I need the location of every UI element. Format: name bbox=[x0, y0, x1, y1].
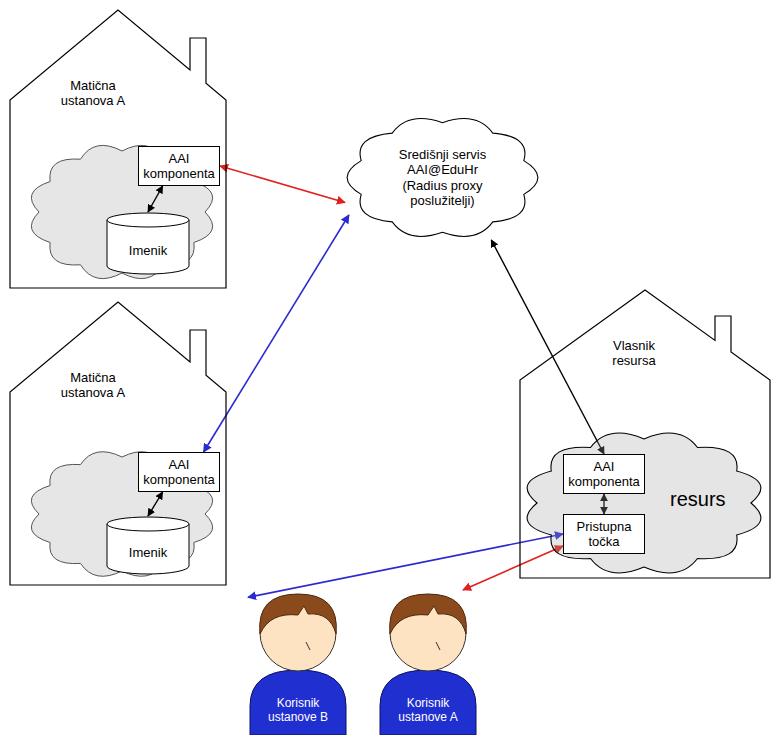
connector-arrow bbox=[491, 240, 604, 454]
connector-arrow bbox=[220, 166, 345, 203]
directory-cylinder: Imenik bbox=[106, 212, 190, 274]
connector-arrow bbox=[248, 534, 563, 597]
directory-cylinder-outline bbox=[106, 516, 190, 574]
access-point-box: Pristupna točka bbox=[563, 514, 645, 554]
institution-house: Matična ustanova A AAI komponentaImenik bbox=[8, 8, 228, 290]
connector-arrow bbox=[148, 186, 163, 212]
institution-house: Matična ustanova A AAI komponentaImenik bbox=[8, 300, 228, 587]
user-figure: Korisnik ustanove A bbox=[378, 590, 478, 735]
node-label: Pristupna točka bbox=[564, 519, 644, 550]
connector-arrow bbox=[148, 492, 163, 516]
node-label: AAI komponenta bbox=[139, 151, 219, 182]
component-box: AAI komponenta bbox=[563, 454, 645, 494]
directory-cylinder-outline bbox=[106, 212, 190, 274]
resource-cloud-outline bbox=[522, 430, 766, 576]
component-box: AAI komponenta bbox=[138, 146, 220, 186]
institution-label: Vlasnik resursa bbox=[594, 338, 674, 369]
owner-house: Vlasnik resursa resurs AAI komponentaPrist… bbox=[518, 288, 772, 580]
user-label: Korisnik ustanove A bbox=[382, 696, 474, 724]
central-service-cloud: Središnji servis AAI@EduHr (Radius proxy… bbox=[345, 115, 540, 240]
node-label: AAI komponenta bbox=[139, 457, 219, 488]
node-label: Imenik bbox=[106, 243, 190, 258]
node-label: resurs bbox=[670, 488, 750, 512]
resource-cloud: resurs AAI komponentaPristupna točka bbox=[522, 430, 766, 576]
institution-label: Matična ustanova A bbox=[53, 370, 133, 401]
node-label: Imenik bbox=[106, 545, 190, 560]
connector-arrow bbox=[204, 215, 349, 452]
user-figure: Korisnik ustanove B bbox=[248, 590, 348, 735]
user-label: Korisnik ustanove B bbox=[252, 696, 344, 724]
node-label: AAI komponenta bbox=[564, 459, 644, 490]
directory-cylinder: Imenik bbox=[106, 516, 190, 574]
institution-label: Matična ustanova A bbox=[53, 78, 133, 109]
connector-arrow bbox=[463, 546, 563, 590]
node-label: Središnji servis AAI@EduHr (Radius proxy… bbox=[389, 147, 497, 208]
component-box: AAI komponenta bbox=[138, 452, 220, 492]
